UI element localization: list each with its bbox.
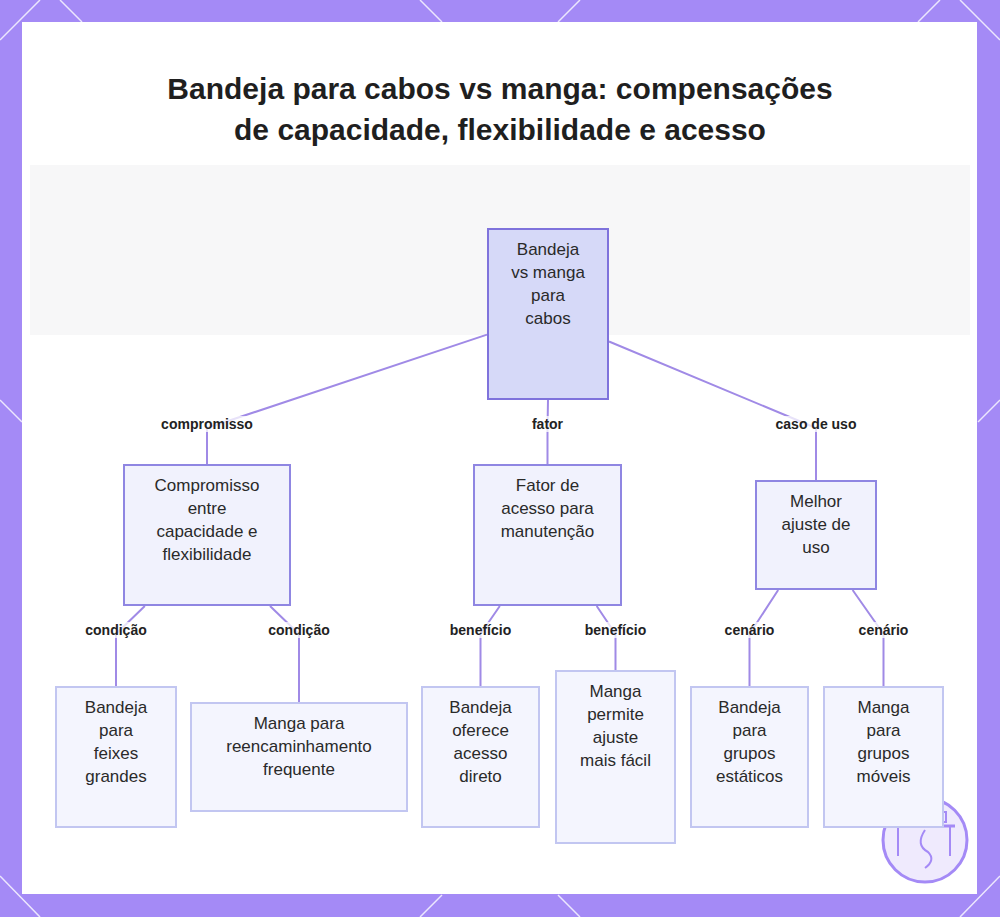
node-text: Compromisso entre capacidade e flexibili… [144,474,270,566]
edge-label: compromisso [158,416,256,432]
connector-line [116,606,145,686]
node-text: Bandeja para feixes grandes [77,696,155,788]
node-text: Manga para grupos móveis [845,696,922,788]
edge-label: caso de uso [773,416,860,432]
connector-line [597,606,616,670]
edge-label: benefício [582,622,649,638]
edge-label: fator [529,416,566,432]
detail-box: Bandeja para feixes grandes [55,686,177,828]
node-text: Bandeja oferece acesso direto [442,696,519,788]
category-box: Melhor ajuste de uso [755,480,877,590]
detail-box: Bandeja para grupos estáticos [690,686,809,828]
edge-label: cenário [722,622,778,638]
node-text: Fator de acesso para manutenção [494,474,601,543]
canvas-background [22,22,977,894]
edge-label: benefício [447,622,514,638]
edge-label: cenário [856,622,912,638]
connector-line [481,606,500,686]
connector-line [609,342,816,480]
node-text: Melhor ajuste de uso [775,490,857,559]
connector-line [853,590,884,686]
detail-box: Manga permite ajuste mais fácil [555,670,676,844]
root-box: Bandeja vs manga para cabos [487,228,609,400]
diagram-title: Bandeja para cabos vs manga: compensaçõe… [150,68,850,150]
edge-label: condição [82,622,149,638]
connector-line [207,335,487,464]
node-text: Bandeja para grupos estáticos [711,696,788,788]
edge-label: condição [265,622,332,638]
connector-line [750,590,779,686]
detail-box: Bandeja oferece acesso direto [421,686,540,828]
connector-line [270,606,299,702]
node-text: Manga permite ajuste mais fácil [577,680,654,772]
node-text: Manga para reencaminhamento frequente [213,712,385,781]
node-text: Bandeja vs manga para cabos [509,238,587,330]
detail-box: Manga para grupos móveis [823,686,944,828]
category-box: Compromisso entre capacidade e flexibili… [123,464,291,606]
category-box: Fator de acesso para manutenção [473,464,622,606]
connector-line [547,400,550,464]
detail-box: Manga para reencaminhamento frequente [190,702,408,812]
